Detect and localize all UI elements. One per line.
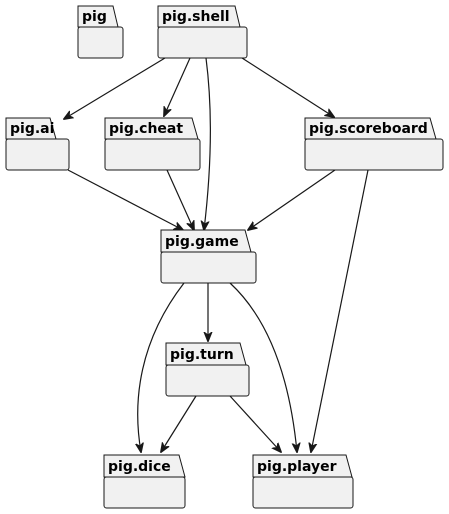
edge-game-to-dice (138, 282, 185, 452)
package-pig: pig (77, 5, 124, 59)
edge-shell-to-game (204, 57, 212, 230)
edge-turn-to-player (229, 395, 281, 452)
package-pig-scoreboard: pig.scoreboard (304, 117, 444, 171)
package-pig-ai: pig.ai (5, 117, 70, 171)
package-label-pig-cheat: pig.cheat (109, 121, 183, 137)
package-label-pig-scoreboard: pig.scoreboard (309, 121, 428, 137)
edge-shell-to-cheat (164, 57, 191, 116)
package-pig-cheat: pig.cheat (104, 117, 201, 171)
edge-scoreboard-to-player (311, 169, 369, 452)
edge-scoreboard-to-game (248, 169, 336, 230)
package-label-pig-ai: pig.ai (10, 121, 54, 137)
edge-turn-to-dice (161, 395, 197, 452)
package-pig-turn: pig.turn (165, 342, 250, 397)
package-label-pig-game: pig.game (165, 234, 239, 250)
edge-game-to-player (229, 282, 297, 452)
package-label-pig: pig (82, 9, 107, 25)
dependency-edges (64, 57, 369, 452)
package-pig-player: pig.player (252, 454, 354, 509)
package-label-pig-dice: pig.dice (108, 459, 171, 475)
edge-shell-to-scoreboard (241, 57, 334, 117)
package-pig-dice: pig.dice (103, 454, 186, 509)
package-label-pig-shell: pig.shell (162, 9, 230, 25)
package-label-pig-player: pig.player (257, 459, 337, 475)
package-label-pig-turn: pig.turn (170, 347, 234, 363)
edge-cheat-to-game (166, 169, 194, 230)
edge-ai-to-game (67, 169, 183, 230)
edge-shell-to-ai (64, 57, 166, 119)
package-pig-game: pig.game (160, 229, 257, 284)
package-pig-shell: pig.shell (157, 5, 248, 59)
